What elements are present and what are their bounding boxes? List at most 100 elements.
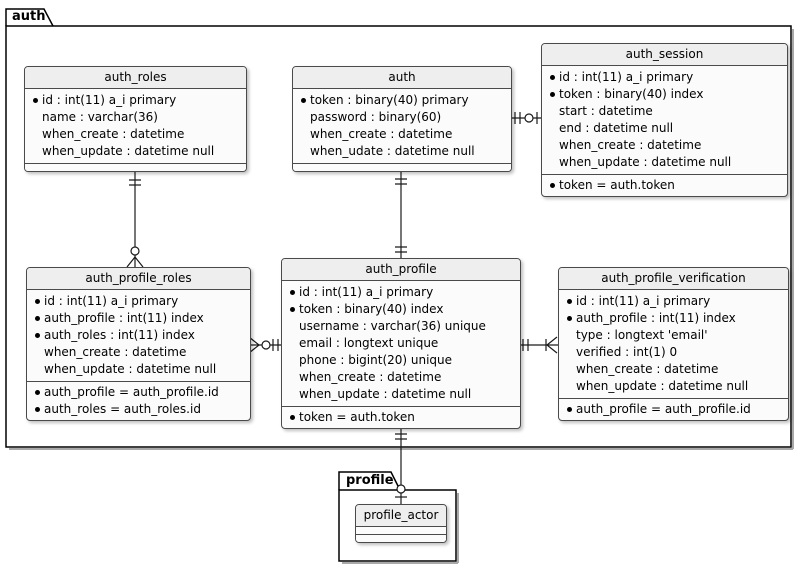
entity-title: auth (293, 67, 511, 89)
key-bullet-icon (562, 407, 576, 412)
connector-auth-authsession (510, 112, 541, 124)
attribute-row: when_update : datetime null (285, 386, 515, 403)
key-bullet-icon (296, 98, 310, 103)
attribute-row: token = auth.token (285, 409, 515, 426)
attribute-text: token = auth.token (559, 178, 675, 192)
package-profile-shadow (342, 493, 459, 564)
attribute-text: username : varchar(36) unique (299, 319, 486, 333)
attribute-text: email : longtext unique (299, 336, 439, 350)
attribute-row: auth_profile = auth_profile.id (30, 384, 245, 401)
attribute-row: end : datetime null (545, 120, 782, 137)
attribute-text: when_udate : datetime null (310, 144, 475, 158)
attribute-row: id : int(11) a_i primary (545, 69, 782, 86)
entity-attributes: id : int(11) a_i primary token : binary(4… (282, 281, 520, 406)
attribute-row: id : int(11) a_i primary (285, 284, 515, 301)
attribute-row: token : binary(40) primary (296, 92, 506, 109)
entity-title: auth_profile_roles (27, 268, 250, 290)
package-auth-outline (5, 8, 792, 448)
entity-empty-compartment (356, 534, 446, 542)
attribute-row: when_update : datetime null (545, 154, 782, 171)
attribute-text: id : int(11) a_i primary (576, 294, 711, 308)
attribute-text: start : datetime (559, 104, 653, 118)
attribute-text: verified : int(1) 0 (576, 345, 678, 359)
key-bullet-icon (285, 415, 299, 420)
attribute-row: token : binary(40) index (545, 86, 782, 103)
key-bullet-icon (30, 299, 44, 304)
entity-auth-profile-roles: auth_profile_roles id : int(11) a_i prim… (26, 267, 251, 421)
attribute-row: token : binary(40) index (285, 301, 515, 318)
attribute-row: name : varchar(36) (28, 109, 241, 126)
attribute-text: when_create : datetime (576, 362, 719, 376)
key-bullet-icon (545, 92, 559, 97)
entity-constraints: token = auth.token (542, 174, 787, 196)
entity-title: auth_session (542, 44, 787, 66)
attribute-text: token : binary(40) primary (310, 93, 469, 107)
attribute-row: phone : bigint(20) unique (285, 352, 515, 369)
entity-profile-actor: profile_actor (355, 504, 447, 543)
attribute-text: end : datetime null (559, 121, 674, 135)
attribute-text: when_update : datetime null (42, 144, 215, 158)
attribute-text: token : binary(40) index (559, 87, 704, 101)
connector-authprofile-profileactor (395, 429, 407, 505)
package-label-profile: profile (346, 473, 394, 488)
key-bullet-icon (285, 307, 299, 312)
attribute-text: id : int(11) a_i primary (299, 285, 434, 299)
attribute-row: when_create : datetime (545, 137, 782, 154)
attribute-text: when_create : datetime (559, 138, 702, 152)
key-bullet-icon (562, 299, 576, 304)
key-bullet-icon (30, 316, 44, 321)
entity-attributes: token : binary(40) primary password : bin… (293, 89, 511, 163)
attribute-text: when_update : datetime null (576, 379, 749, 393)
entity-title: auth_profile_verification (559, 268, 788, 290)
entity-constraints: auth_profile = auth_profile.id auth_roles… (27, 381, 250, 420)
key-bullet-icon (30, 333, 44, 338)
attribute-text: auth_roles : int(11) index (44, 328, 195, 342)
entity-constraints: token = auth.token (282, 406, 520, 428)
attribute-row: when_create : datetime (28, 126, 241, 143)
key-bullet-icon (545, 75, 559, 80)
entity-attributes: id : int(11) a_i primary token : binary(4… (542, 66, 787, 174)
attribute-text: when_create : datetime (299, 370, 442, 384)
attribute-text: when_create : datetime (44, 345, 187, 359)
attribute-text: auth_profile = auth_profile.id (44, 385, 219, 399)
entity-auth-session: auth_session id : int(11) a_i primary tok… (541, 43, 788, 197)
key-bullet-icon (545, 183, 559, 188)
attribute-row: token = auth.token (545, 177, 782, 194)
entity-title: auth_roles (25, 67, 246, 89)
key-bullet-icon (28, 98, 42, 103)
attribute-row: password : binary(60) (296, 109, 506, 126)
attribute-text: when_update : datetime null (44, 362, 217, 376)
attribute-text: when_create : datetime (42, 127, 185, 141)
attribute-row: id : int(11) a_i primary (30, 293, 245, 310)
connector-authprofile-authprofileverification (519, 336, 558, 354)
attribute-text: auth_profile = auth_profile.id (576, 402, 751, 416)
attribute-row: when_udate : datetime null (296, 143, 506, 160)
attribute-text: id : int(11) a_i primary (559, 70, 694, 84)
connector-authprofileroles-authprofile (248, 336, 281, 354)
attribute-row: verified : int(1) 0 (562, 344, 783, 361)
attribute-row: email : longtext unique (285, 335, 515, 352)
entity-empty-compartment (356, 527, 446, 534)
key-bullet-icon (285, 290, 299, 295)
entity-auth: auth token : binary(40) primary password … (292, 66, 512, 172)
attribute-row: when_update : datetime null (562, 378, 783, 395)
attribute-row: auth_profile : int(11) index (562, 310, 783, 327)
attribute-text: when_update : datetime null (299, 387, 472, 401)
attribute-row: when_create : datetime (562, 361, 783, 378)
attribute-row: when_create : datetime (30, 344, 245, 361)
attribute-text: auth_profile : int(11) index (576, 311, 736, 325)
attribute-row: when_update : datetime null (28, 143, 241, 160)
connector-auth-authprofile (395, 172, 407, 259)
entity-empty-compartment (293, 163, 511, 171)
package-label-auth: auth (12, 9, 46, 24)
attribute-row: id : int(11) a_i primary (28, 92, 241, 109)
attribute-row: auth_roles = auth_roles.id (30, 401, 245, 418)
entity-empty-compartment (25, 163, 246, 171)
attribute-text: id : int(11) a_i primary (44, 294, 179, 308)
key-bullet-icon (30, 390, 44, 395)
